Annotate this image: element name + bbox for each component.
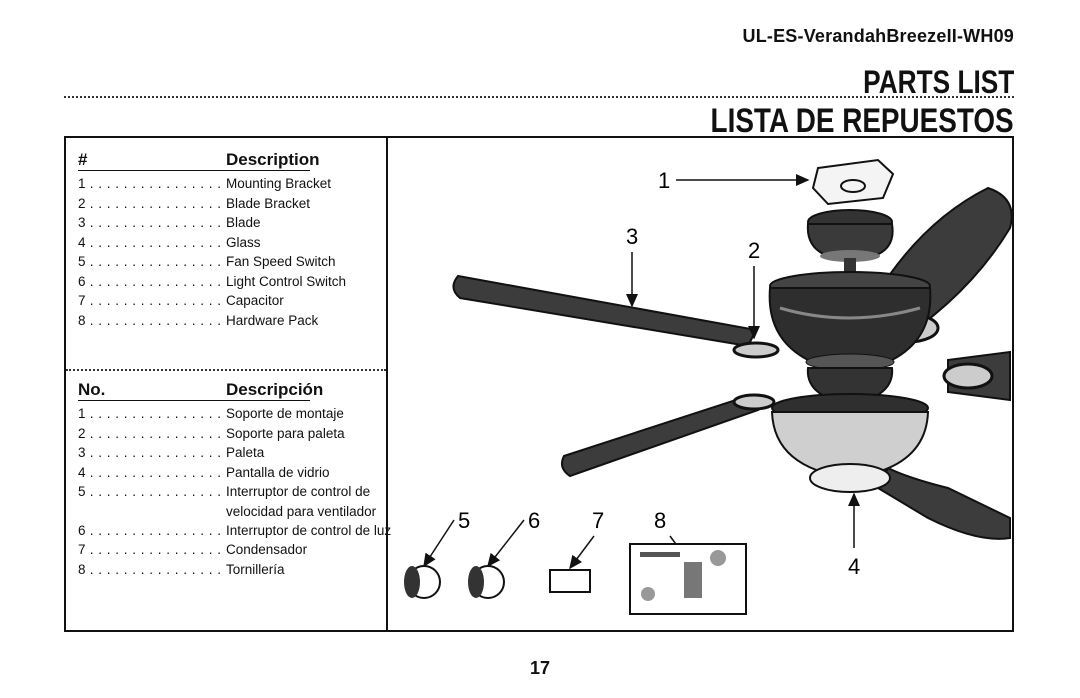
- parts-list-title: PARTS LIST: [862, 64, 1014, 100]
- svg-text:4: 4: [848, 554, 860, 579]
- table-row: 5Fan Speed Switch: [78, 252, 378, 272]
- table-row: 3Paleta: [78, 443, 378, 463]
- svg-text:3: 3: [626, 224, 638, 249]
- fan-blade-left: [452, 274, 758, 348]
- mounting-bracket-icon: [811, 158, 895, 206]
- table-row: 3Blade: [78, 213, 378, 233]
- glass-shade-icon: [770, 411, 930, 493]
- col-descripcion-header: Descripción: [226, 380, 324, 399]
- table-row: 8Tornillería: [78, 560, 378, 580]
- table-row: 2Soporte para paleta: [78, 424, 378, 444]
- fan-blade-lower-left: [561, 394, 760, 478]
- fan-blade-lower-right: [876, 466, 1011, 540]
- table-row: 7Condensador: [78, 540, 378, 560]
- page-number: 17: [529, 658, 551, 678]
- table-row: 1Soporte de montaje: [78, 404, 378, 424]
- ceiling-fan-illustration: 1 2 3 4 5 6 7 8: [404, 158, 1012, 615]
- callout-1: 1: [658, 168, 810, 193]
- header-dotted-rule: [64, 96, 1014, 98]
- svg-text:1: 1: [658, 168, 670, 193]
- svg-text:7: 7: [592, 508, 604, 533]
- table-row: 4Pantalla de vidrio: [78, 463, 378, 483]
- table-row: 1Mounting Bracket: [78, 174, 378, 194]
- capacitor-icon: 7: [549, 508, 604, 593]
- svg-text:8: 8: [654, 508, 666, 533]
- callout-4: 4: [848, 492, 860, 579]
- table-row: 6Interruptor de control de luz: [78, 521, 391, 541]
- callout-3: 3: [626, 224, 638, 308]
- english-table-header: # Description: [78, 150, 378, 172]
- parts-box: [64, 136, 1014, 632]
- col-number-header: #: [78, 150, 88, 169]
- spanish-table-header: No. Descripción: [78, 380, 378, 402]
- section-dotted-divider: [66, 369, 386, 371]
- col-numero-header: No.: [78, 380, 106, 399]
- table-row: 2Blade Bracket: [78, 194, 378, 214]
- svg-text:5: 5: [458, 508, 470, 533]
- light-control-switch-icon: 6: [468, 508, 540, 599]
- model-number: UL-ES-VerandahBreezeII-WH09: [742, 26, 1014, 46]
- table-row-continuation: velocidad para ventilador: [226, 503, 377, 519]
- fan-speed-switch-icon: 5: [404, 508, 470, 599]
- blade-bracket-icon: [732, 312, 994, 411]
- table-row: 5Interruptor de control de: [78, 482, 378, 502]
- callout-2: 2: [748, 238, 760, 340]
- table-row: 4Glass: [78, 233, 378, 253]
- table-row: 7Capacitor: [78, 291, 378, 311]
- lista-de-repuestos-title: LISTA DE REPUESTOS: [710, 102, 1014, 140]
- table-row: 6Light Control Switch: [78, 272, 378, 292]
- col-description-header: Description: [226, 150, 320, 169]
- spanish-parts-table: No. Descripción 1Soporte de montaje 2Sop…: [78, 380, 391, 580]
- box-divider: [386, 136, 388, 632]
- motor-housing: [768, 271, 932, 371]
- english-parts-table: # Description 1Mounting Bracket 2Blade B…: [78, 150, 378, 330]
- svg-text:6: 6: [528, 508, 540, 533]
- table-row: 8Hardware Pack: [78, 311, 378, 331]
- hardware-pack-icon: 8: [629, 508, 747, 615]
- fan-canopy: [806, 209, 894, 274]
- svg-text:2: 2: [748, 238, 760, 263]
